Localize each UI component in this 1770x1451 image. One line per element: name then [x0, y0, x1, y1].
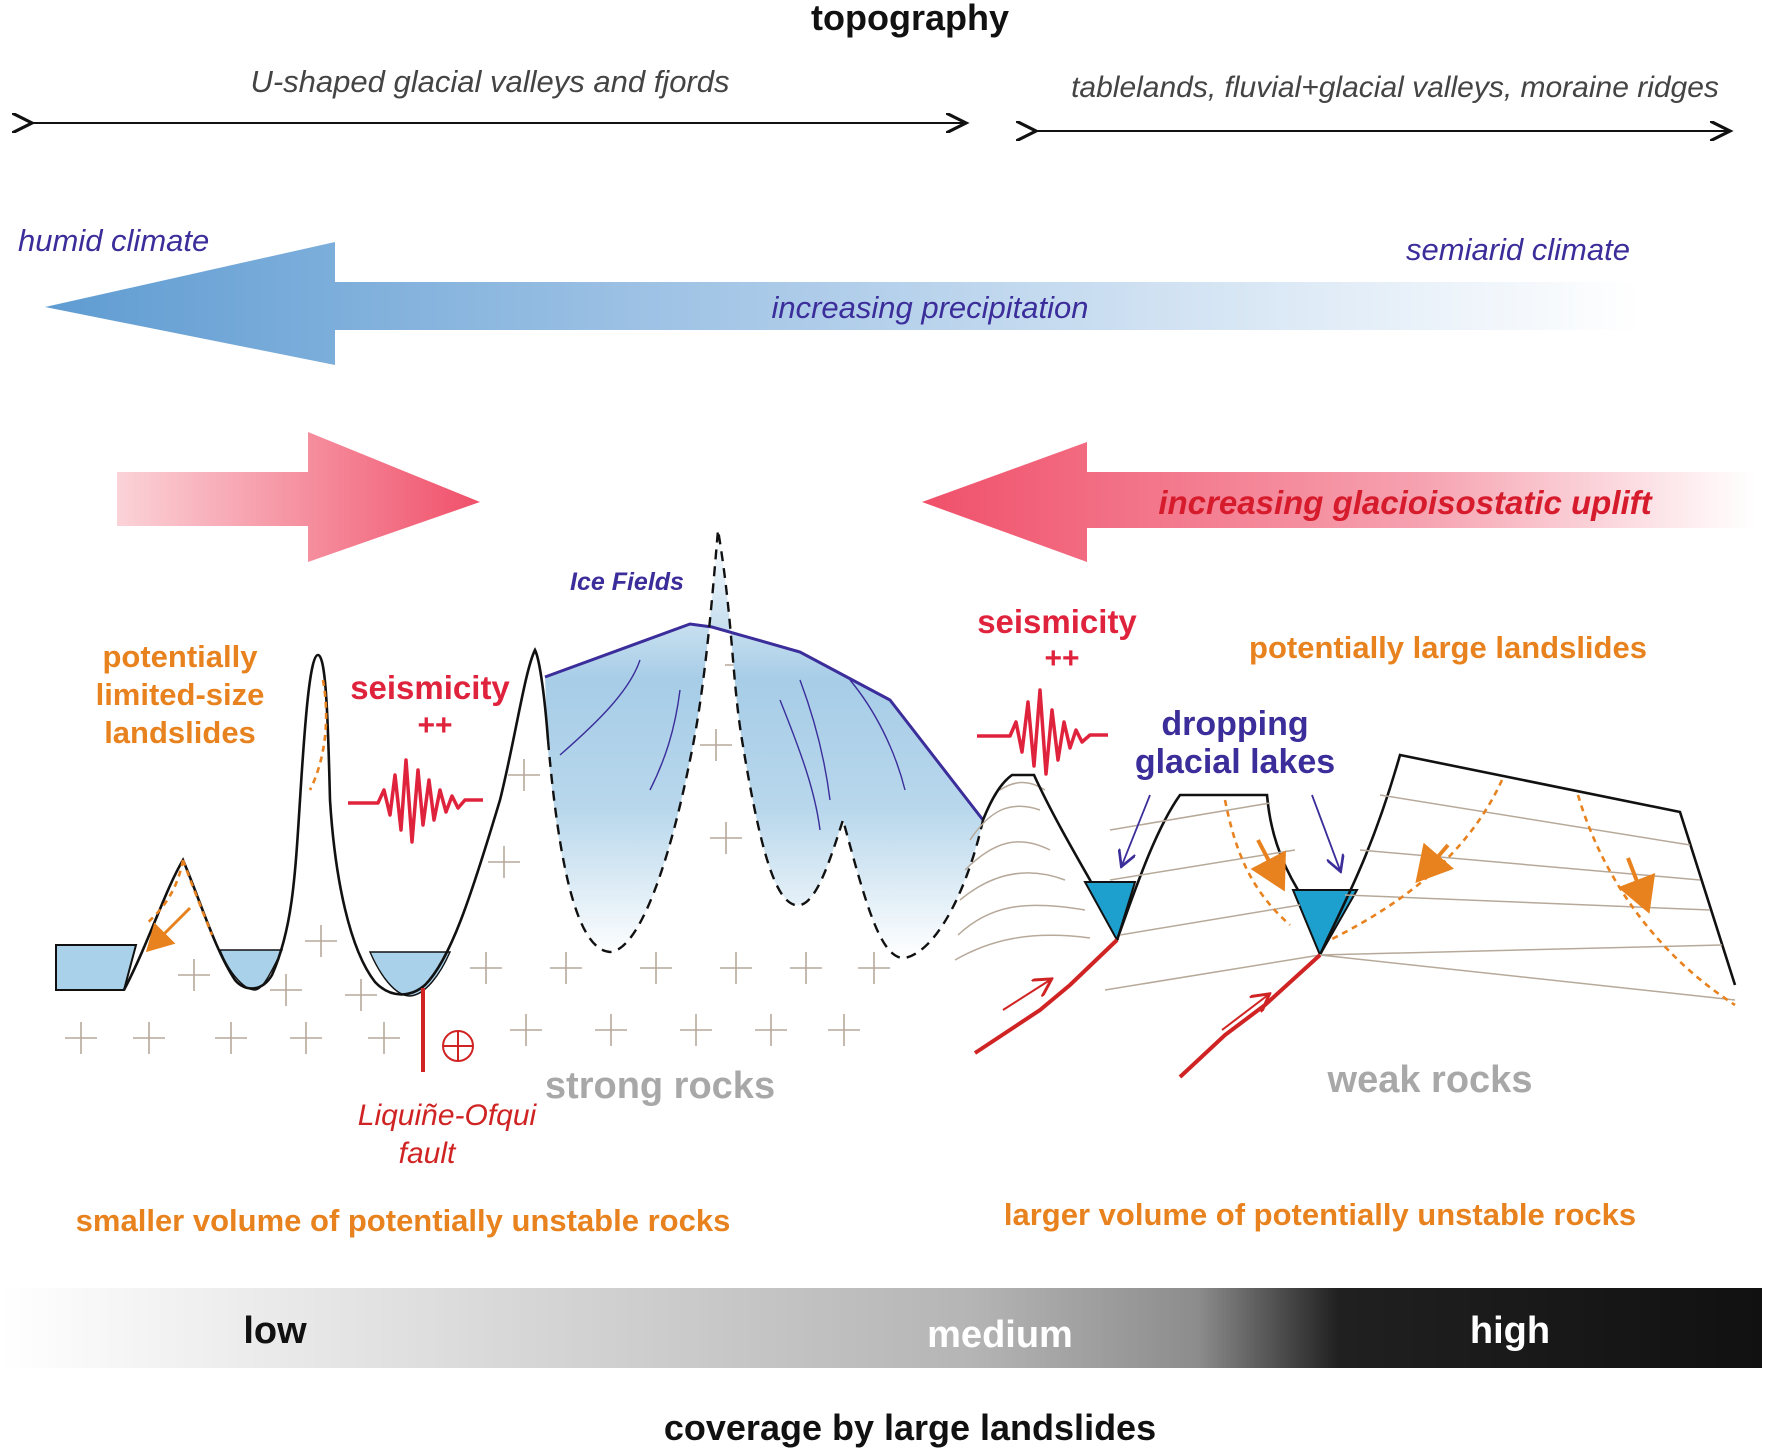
ice-flow-lines — [559, 659, 906, 831]
ice-field-surface — [544, 622, 985, 821]
right-block-1-profile — [981, 773, 1120, 941]
right-block-2-profile — [1115, 793, 1322, 951]
seismicity-left-line2: ++ — [417, 709, 452, 742]
fjord-water-mid-2 — [368, 951, 452, 997]
smaller-volume-label: smaller volume of potentially unstable r… — [76, 1203, 731, 1238]
limited-landslides-line1: potentially — [102, 639, 258, 674]
thrust-fault-2 — [1178, 953, 1322, 1079]
large-landslide-arrow-1 — [1250, 839, 1286, 892]
weak-rocks-label: weak rocks — [1327, 1059, 1533, 1101]
precipitation-label: increasing precipitation — [771, 290, 1088, 325]
right-block-3-profile — [1318, 753, 1737, 986]
glacial-lake-1 — [1083, 881, 1137, 943]
topography-title: topography — [811, 0, 1009, 38]
limited-landslides-line2: limited-size — [96, 677, 265, 712]
dropping-lakes-line2: glacial lakes — [1135, 743, 1335, 781]
strong-rocks-label: strong rocks — [545, 1065, 775, 1107]
humid-climate-label: humid climate — [18, 223, 209, 258]
larger-volume-label: larger volume of potentially unstable ro… — [1004, 1197, 1636, 1232]
seismogram-right — [977, 688, 1108, 776]
small-landslide-scar — [144, 859, 214, 936]
large-landslide-scar-1 — [1223, 799, 1291, 926]
fault-label-line1: Liquiñe-Ofqui — [358, 1099, 538, 1132]
coverage-title: coverage by large landslides — [664, 1407, 1156, 1448]
peak-landslide-scar — [308, 679, 328, 791]
folded-rock-lines — [954, 781, 1091, 961]
large-landslide-arrow-2 — [1415, 842, 1455, 884]
strong-rock-crosses — [65, 649, 890, 1054]
seismogram-left — [348, 758, 483, 844]
dropping-lake-arrow-1 — [1122, 794, 1151, 865]
seismicity-left-line1: seismicity — [350, 669, 510, 706]
uplift-label: increasing glacioisostatic uplift — [1158, 484, 1653, 521]
seismicity-right-line2: ++ — [1044, 642, 1079, 675]
fault-label-line2: fault — [399, 1137, 457, 1170]
coverage-low-label: low — [243, 1310, 307, 1352]
bedding-lines — [1104, 794, 1736, 1001]
topography-right-label: tablelands, fluvial+glacial valleys, mor… — [1071, 71, 1719, 104]
coverage-medium-label: medium — [927, 1314, 1073, 1356]
semiarid-climate-label: semiarid climate — [1406, 232, 1630, 267]
coverage-high-label: high — [1470, 1310, 1550, 1352]
dropping-lake-arrow-2 — [1311, 794, 1340, 870]
fjord-water-left — [55, 944, 138, 991]
thrust-motion-arrow-1 — [1002, 980, 1050, 1011]
thrust-motion-arrow-2 — [1221, 995, 1268, 1031]
coverage-gradient-bar — [0, 1288, 1762, 1368]
ice-field-bed-dashed — [546, 529, 985, 960]
ice-fields-label: Ice Fields — [570, 568, 684, 596]
small-landslide-arrow — [145, 906, 192, 953]
large-landslides-label: potentially large landslides — [1249, 630, 1647, 665]
large-landslide-scar-3 — [1576, 794, 1736, 1007]
fault-motion-symbol — [442, 1030, 474, 1062]
uplift-arrow-right — [922, 442, 1755, 562]
dropping-lakes-line1: dropping — [1161, 705, 1308, 743]
topography-left-label: U-shaped glacial valleys and fjords — [250, 64, 729, 99]
uplift-arrow-left — [117, 432, 480, 562]
large-landslide-arrow-3 — [1617, 857, 1656, 914]
limited-landslides-line3: landslides — [104, 715, 256, 750]
seismicity-right-line1: seismicity — [977, 603, 1137, 640]
glacial-lake-2 — [1291, 889, 1359, 958]
thrust-fault-1 — [973, 938, 1119, 1055]
precipitation-arrow — [45, 242, 1640, 365]
